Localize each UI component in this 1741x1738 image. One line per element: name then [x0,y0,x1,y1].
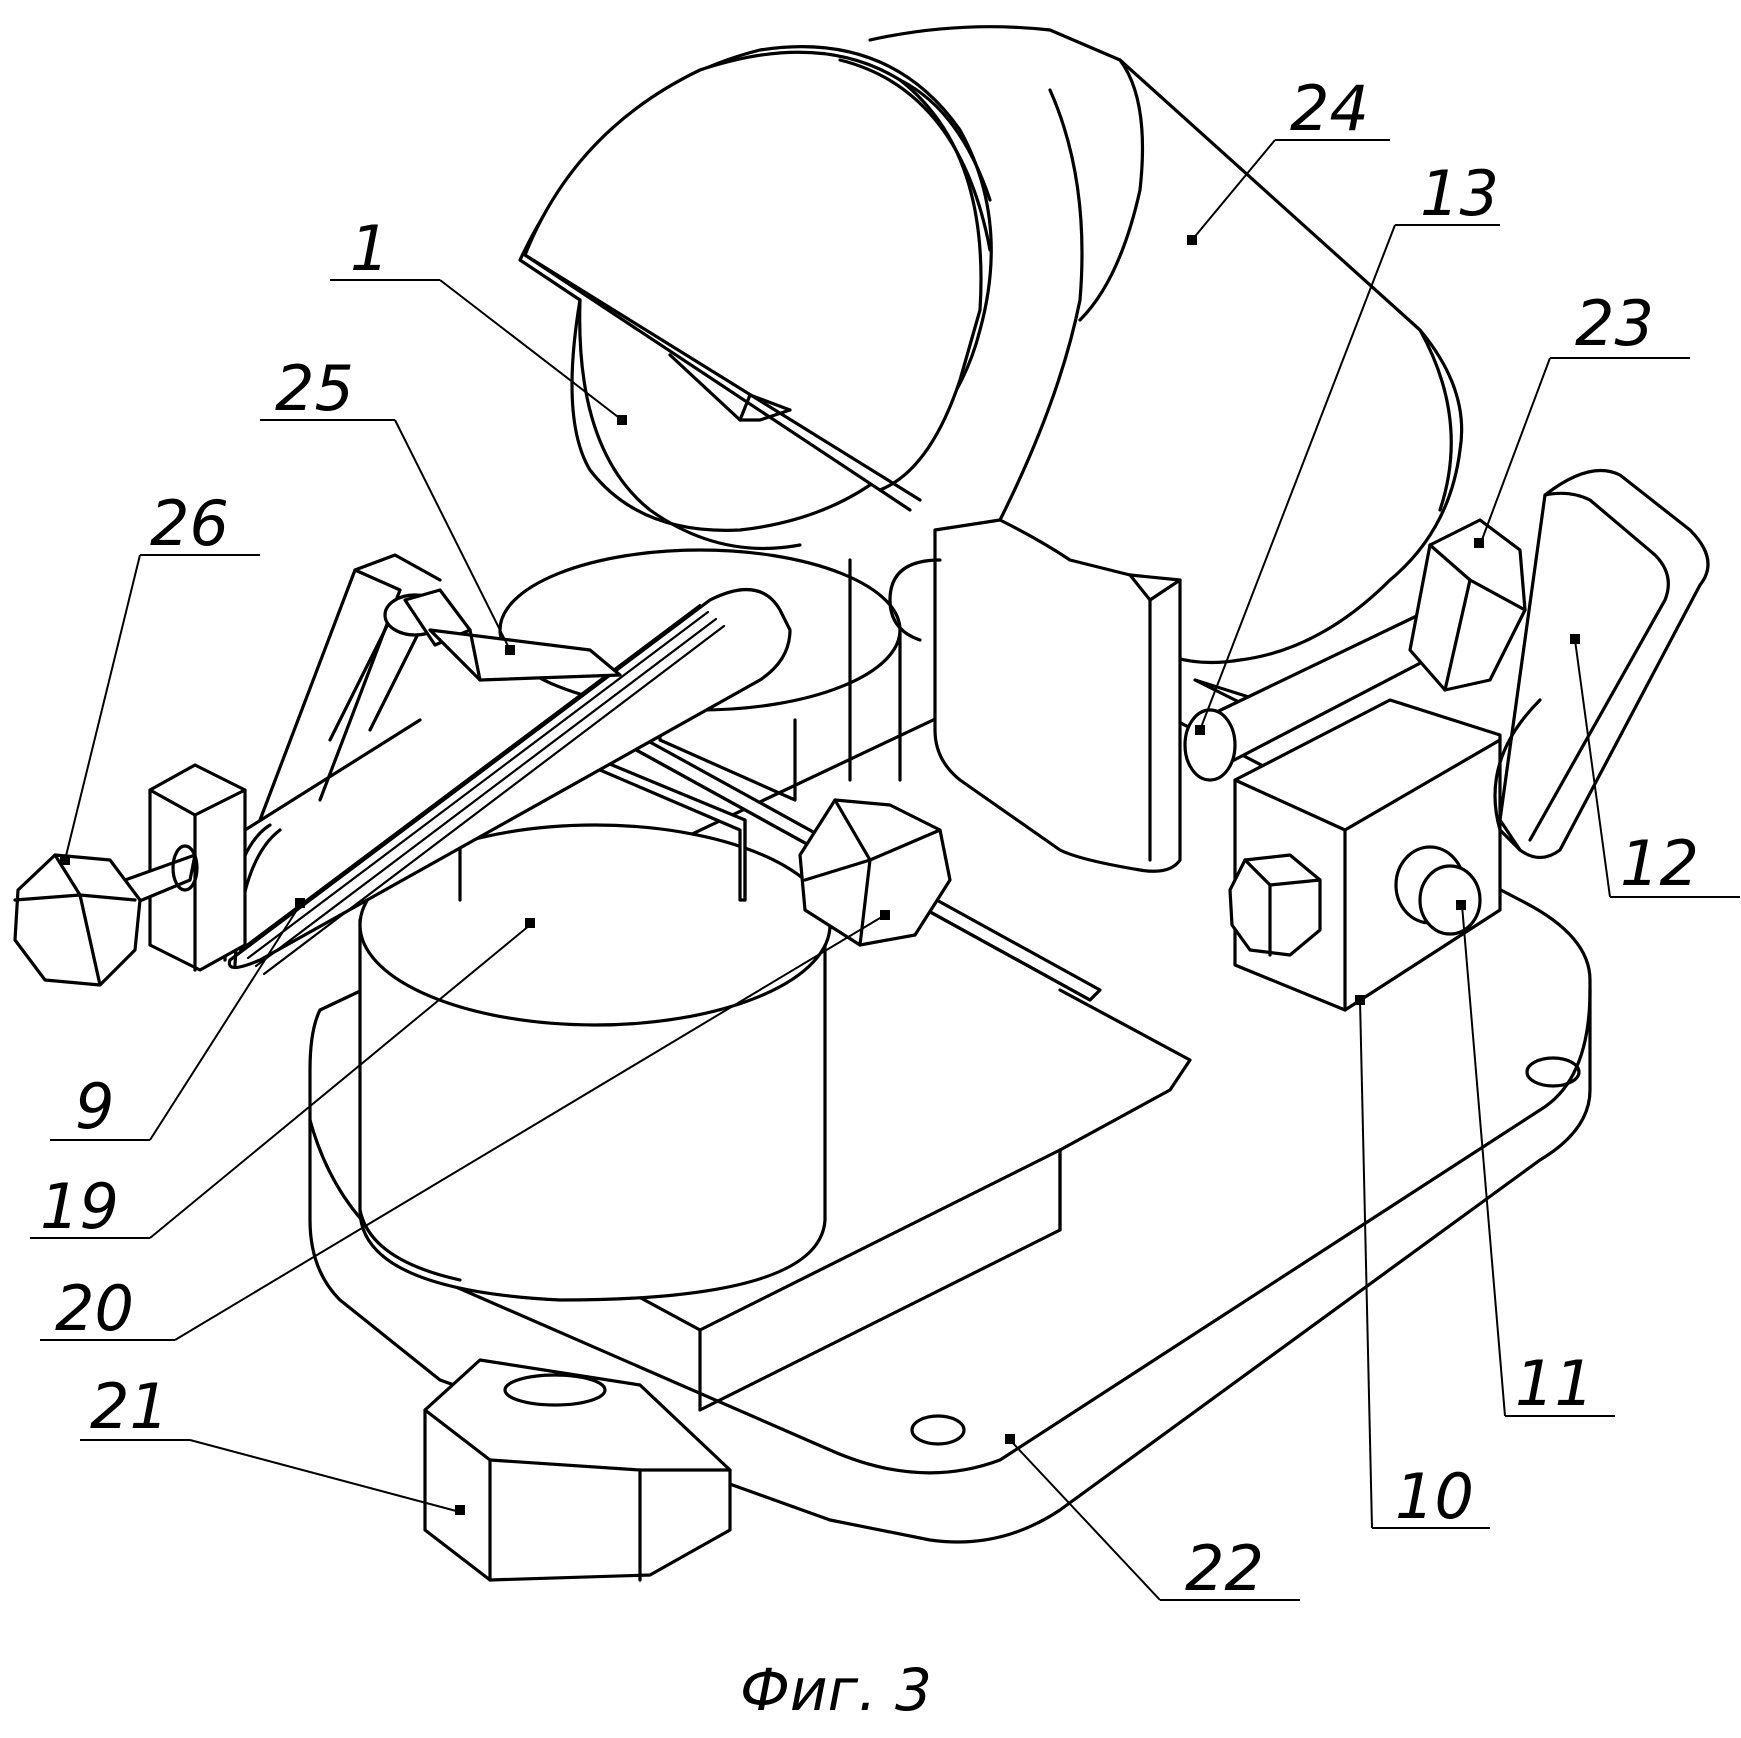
leader-lines [30,139,1740,1601]
reference-dots [60,235,1580,1515]
bracket [888,518,1292,873]
label-13: 13 [1420,157,1499,230]
label-24: 24 [1290,72,1369,145]
label-20: 20 [55,1272,134,1345]
handle [1493,468,1710,860]
adjust-knob [13,844,199,987]
bottom-nut [423,1358,732,1582]
motor-housing [868,25,1464,665]
label-19: 19 [40,1170,119,1243]
part-labels: 1 24 13 23 25 26 12 9 19 20 21 11 10 22 [40,72,1699,1605]
label-10: 10 [1395,1460,1474,1533]
finger-holder [383,588,622,682]
label-26: 26 [150,487,229,560]
label-11: 11 [1515,1347,1594,1420]
label-23: 23 [1575,287,1654,360]
hex-bolt [798,798,952,947]
blade-guard [518,45,993,551]
rotary-cylinder [358,758,832,1302]
label-9: 9 [75,1070,114,1143]
label-22: 22 [1185,1532,1264,1605]
figure-caption: Фиг. 3 [740,1656,932,1724]
label-1: 1 [350,212,389,285]
lever-arm [223,588,792,976]
label-25: 25 [275,352,354,425]
label-21: 21 [90,1370,169,1443]
label-12: 12 [1620,827,1699,900]
